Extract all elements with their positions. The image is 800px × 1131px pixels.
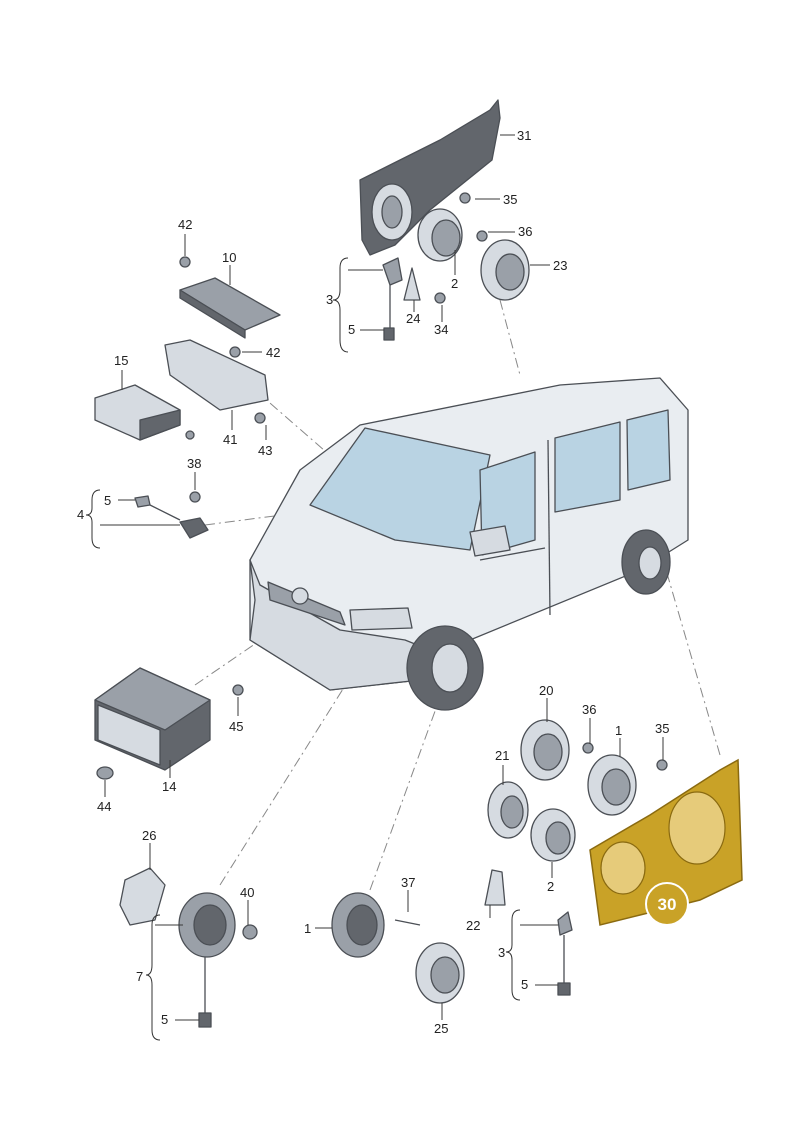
label-34: 34 [434,322,448,337]
label-15: 15 [114,353,128,368]
label-5-sensor: 5 [104,493,111,508]
label-5-right: 5 [521,977,528,992]
label-21: 21 [495,748,509,763]
right-speaker-assembly [484,719,668,996]
label-1-right: 1 [615,723,622,738]
label-5-top: 5 [348,322,355,337]
label-2-right: 2 [547,879,554,894]
amplifier-assembly [94,667,244,780]
label-44: 44 [97,799,111,814]
highlight-badge: 30 [645,882,689,926]
label-10: 10 [222,250,236,265]
sensor-assembly [134,491,209,539]
label-35-right: 35 [655,721,669,736]
label-24: 24 [406,311,420,326]
control-unit-assembly [94,256,281,441]
label-37: 37 [401,875,415,890]
van-illustration [249,377,689,711]
label-35-top: 35 [503,192,517,207]
label-2-top: 2 [451,276,458,291]
label-42-top: 42 [178,217,192,232]
label-45: 45 [229,719,243,734]
label-36-top: 36 [518,224,532,239]
label-7: 7 [136,969,143,984]
top-speaker-assembly [359,99,530,341]
label-4: 4 [77,507,84,522]
label-3-top: 3 [326,292,333,307]
label-3-right: 3 [498,945,505,960]
label-25: 25 [434,1021,448,1036]
lower-left-speaker-assembly [119,867,258,1028]
highlighted-part-30 [589,758,743,926]
label-40: 40 [240,885,254,900]
label-5-lower-left: 5 [161,1012,168,1027]
label-1-lower: 1 [304,921,311,936]
leader-lines [100,134,664,1021]
label-43: 43 [258,443,272,458]
label-14: 14 [162,779,176,794]
label-41: 41 [223,432,237,447]
label-38: 38 [187,456,201,471]
group-braces [85,257,521,1041]
callout-labels: 31 35 36 23 2 3 5 24 34 42 10 42 15 41 4… [77,128,669,1036]
badge-label-30: 30 [658,895,677,914]
label-26: 26 [142,828,156,843]
lower-middle-speaker-assembly [331,892,465,1004]
label-23: 23 [553,258,567,273]
label-36-right: 36 [582,702,596,717]
label-31: 31 [517,128,531,143]
label-20: 20 [539,683,553,698]
label-42-mid: 42 [266,345,280,360]
label-22: 22 [466,918,480,933]
